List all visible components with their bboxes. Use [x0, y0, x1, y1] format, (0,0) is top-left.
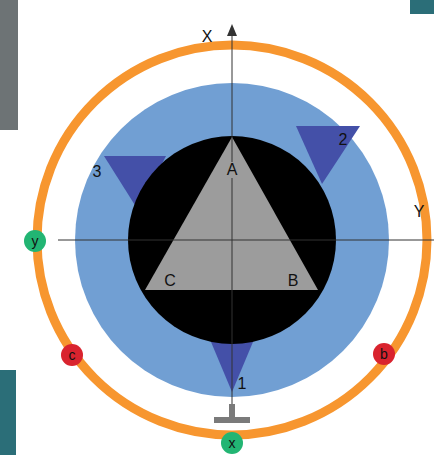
x-axis [232, 34, 233, 404]
photo-edge [0, 370, 16, 455]
callout-label: 2 [338, 132, 349, 148]
terminal-circle: b [373, 343, 395, 365]
callout-label: B [287, 273, 300, 289]
axis-label: X [201, 29, 214, 45]
y-axis [58, 240, 434, 241]
callout-label: 1 [237, 376, 248, 392]
terminal-circle: y [24, 230, 46, 252]
callout-label: A [226, 162, 239, 178]
terminal-letter: c [69, 348, 76, 362]
terminal-circle: x [221, 432, 243, 454]
callout-label: 3 [92, 164, 103, 180]
axis-arrow [227, 24, 237, 36]
axis-label: Y [413, 204, 426, 220]
callout-label: C [163, 273, 177, 289]
mount-stem [229, 404, 235, 418]
terminal-letter: y [32, 234, 39, 248]
terminal-letter: x [229, 436, 236, 450]
terminal-letter: b [380, 347, 388, 361]
terminal-circle: c [61, 344, 83, 366]
photo-edge [0, 0, 18, 130]
photo-edge [410, 0, 434, 14]
mount-base [214, 417, 250, 423]
